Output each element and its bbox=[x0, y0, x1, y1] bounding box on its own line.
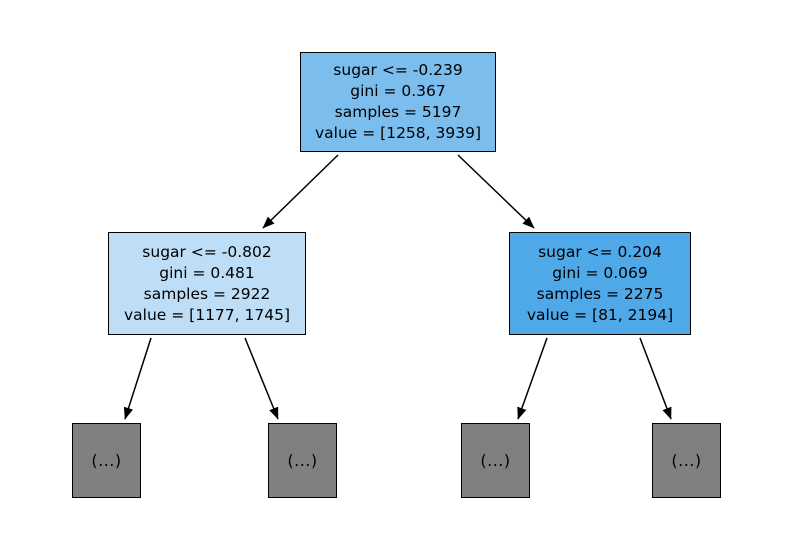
tree-leaf-leaf-3[interactable]: (...) bbox=[461, 423, 530, 498]
tree-leaf-leaf-1[interactable]: (...) bbox=[72, 423, 141, 498]
tree-edge-left-to-leaf2 bbox=[244, 337, 279, 420]
node-right-samples: samples = 2275 bbox=[536, 284, 664, 303]
node-root-gini: gini = 0.367 bbox=[350, 82, 446, 100]
node-root-value: value = [1258, 3939] bbox=[314, 124, 482, 142]
node-left-samples: samples = 2922 bbox=[143, 284, 271, 303]
tree-leaf-leaf-2[interactable]: (...) bbox=[268, 423, 337, 498]
leaf-label: (...) bbox=[480, 450, 511, 470]
tree-node-right[interactable]: sugar <= 0.204 gini = 0.069 samples = 22… bbox=[509, 232, 691, 335]
node-root-samples: samples = 5197 bbox=[334, 103, 462, 121]
node-right-condition: sugar <= 0.204 bbox=[538, 242, 662, 261]
tree-edge-right-to-leaf3 bbox=[517, 337, 548, 420]
tree-node-root[interactable]: sugar <= -0.239 gini = 0.367 samples = 5… bbox=[300, 52, 496, 152]
tree-edge-left-to-leaf1 bbox=[123, 337, 152, 420]
node-right-value: value = [81, 2194] bbox=[526, 305, 674, 324]
node-root-condition: sugar <= -0.239 bbox=[333, 61, 463, 79]
tree-edge-root-to-right bbox=[457, 154, 535, 229]
tree-node-left[interactable]: sugar <= -0.802 gini = 0.481 samples = 2… bbox=[108, 232, 306, 335]
leaf-label: (...) bbox=[91, 450, 122, 470]
tree-edge-root-to-left bbox=[262, 154, 339, 229]
leaf-label: (...) bbox=[287, 450, 318, 470]
node-left-value: value = [1177, 1745] bbox=[123, 305, 291, 324]
tree-edge-right-to-leaf4 bbox=[639, 337, 672, 420]
leaf-label: (...) bbox=[671, 450, 702, 470]
tree-leaf-leaf-4[interactable]: (...) bbox=[652, 423, 721, 498]
node-left-gini: gini = 0.481 bbox=[159, 263, 255, 282]
node-left-condition: sugar <= -0.802 bbox=[142, 242, 272, 261]
node-right-gini: gini = 0.069 bbox=[552, 263, 648, 282]
